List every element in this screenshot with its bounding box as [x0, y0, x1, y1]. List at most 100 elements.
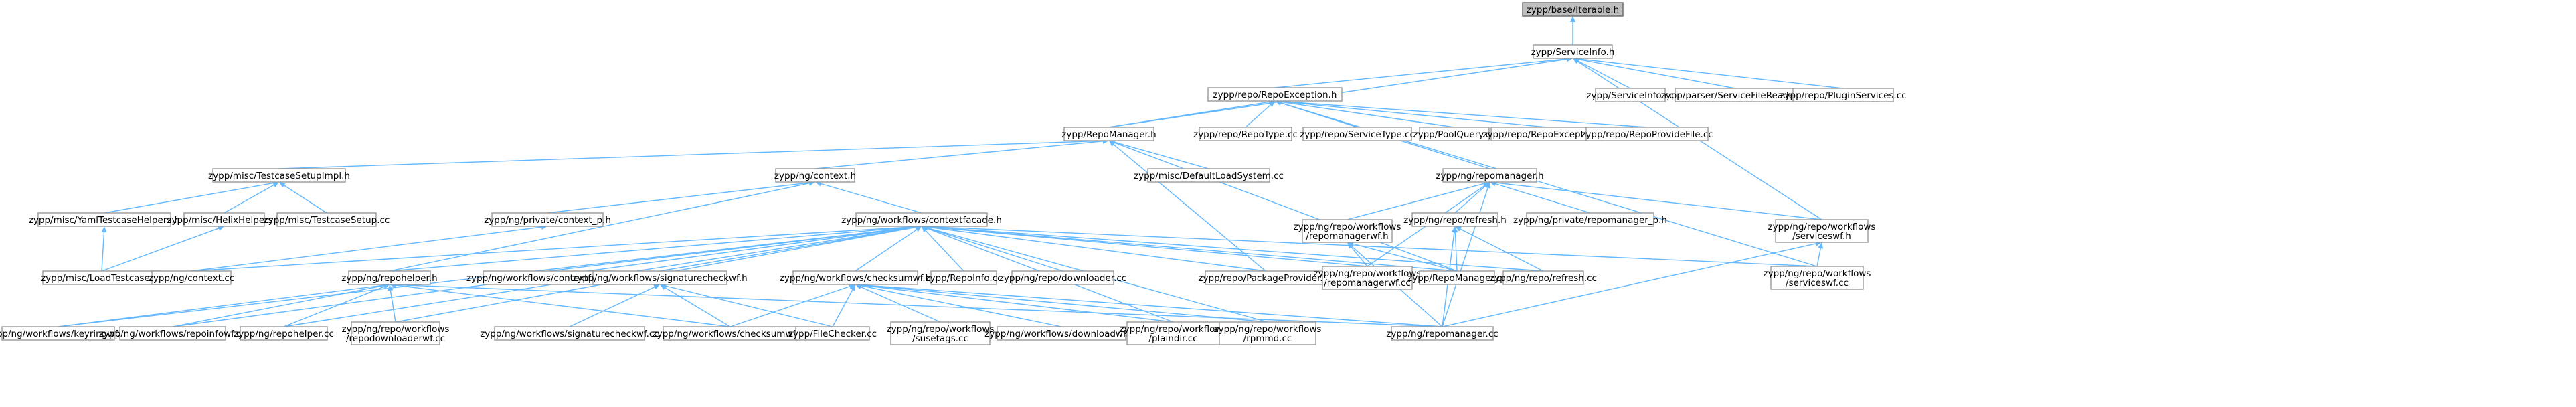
node-label: zypp/misc/TestcaseSetupImpl.h	[208, 171, 350, 181]
node-box	[1522, 2, 1624, 17]
node-label: zypp/ng/private/context_p.h	[484, 215, 611, 226]
node-zypp-repomanager-cc[interactable]: zypp/RepoManager.cc	[1407, 270, 1507, 285]
node-zypp-ng-repo-workflows-serviceswf-cc[interactable]: zypp/ng/repo/workflows/serviceswf.cc	[1764, 266, 1871, 290]
node-zypp-ng-workflows-checksumwf-cc[interactable]: zypp/ng/workflows/checksumwf.cc	[653, 326, 808, 341]
arrowhead-icon	[653, 284, 660, 290]
edge-line	[729, 286, 850, 327]
edge-line	[925, 230, 964, 272]
node-zypp-ng-repo-workflows-repomanagerwf-cc[interactable]: zypp/ng/repo/workflows/repomanagerwf.cc	[1314, 266, 1422, 290]
node-zypp-ng-workflows-signaturecheckwf-h[interactable]: zypp/ng/workflows/signaturecheckwf.h	[572, 270, 748, 285]
node-box	[1595, 88, 1666, 102]
node-zypp-ng-workflows-signaturecheckwf-cc[interactable]: zypp/ng/workflows/signaturecheckwf.cc	[480, 326, 659, 341]
dependency-edge	[1109, 141, 1266, 272]
edge-line	[861, 285, 1062, 327]
node-zypp-ng-repohelper-h[interactable]: zypp/ng/repohelper.h	[341, 270, 438, 285]
node-zypp-ng-repo-refresh-cc[interactable]: zypp/ng/repo/refresh.cc	[1490, 270, 1597, 285]
node-box	[1302, 219, 1393, 243]
dependency-edge	[101, 226, 107, 272]
node-box	[1302, 127, 1412, 141]
node-zypp-repo-packageprovider-cc[interactable]: zypp/repo/PackageProvider.cc	[1198, 270, 1333, 285]
node-zypp-ng-workflows-contextfacade-h[interactable]: zypp/ng/workflows/contextfacade.h	[841, 212, 1002, 227]
node-zypp-misc-loadtestcase-cc[interactable]: zypp/misc/LoadTestcase.cc	[41, 270, 163, 285]
edge-line	[860, 286, 941, 323]
node-zypp-ng-repo-workflows-serviceswf-h[interactable]: zypp/ng/repo/workflows/serviceswf.h	[1768, 219, 1876, 243]
node-zypp-ng-repo-refresh-h[interactable]: zypp/ng/repo/refresh.h	[1403, 212, 1507, 227]
node-zypp-ng-workflows-downloadwf-cc[interactable]: zypp/ng/workflows/downloadwf.cc	[984, 326, 1138, 341]
arrowhead-icon	[388, 284, 394, 291]
node-zypp-misc-defaultloadsystem-cc[interactable]: zypp/misc/DefaultLoadSystem.cc	[1134, 168, 1284, 183]
dependency-edge	[1442, 182, 1490, 327]
node-zypp-misc-yamltestcasehelpers-h[interactable]: zypp/misc/YamlTestcaseHelpers.h	[29, 212, 180, 227]
node-zypp-ng-workflows-repoinfowf-cc[interactable]: zypp/ng/workflows/repoinfowf.cc	[99, 326, 246, 341]
node-label: /repodownloaderwf.cc	[346, 333, 445, 344]
node-box	[792, 270, 918, 285]
node-zypp-serviceinfo-h[interactable]: zypp/ServiceInfo.h	[1531, 44, 1615, 59]
node-box	[491, 212, 604, 227]
node-label: zypp/ng/repo/workflows	[1120, 324, 1227, 335]
dependency-edge	[1570, 16, 1575, 45]
node-zypp-ng-repo-workflows-plaindir-cc[interactable]: zypp/ng/repo/workflows/plaindir.cc	[1120, 321, 1227, 345]
node-zypp-ng-repo-downloader-cc[interactable]: zypp/ng/repo/downloader.cc	[999, 270, 1126, 285]
node-zypp-ng-workflows-checksumwf-h[interactable]: zypp/ng/workflows/checksumwf.h	[780, 270, 931, 285]
node-zypp-ng-workflows-keyringwf-cc[interactable]: zypp/ng/workflows/keyringwf.cc	[0, 326, 130, 341]
node-zypp-misc-testcasesetup-cc[interactable]: zypp/misc/TestcaseSetup.cc	[264, 212, 390, 227]
node-label: /rpmmd.cc	[1243, 333, 1292, 344]
node-zypp-poolquery-cc[interactable]: zypp/PoolQuery.cc	[1413, 127, 1496, 141]
node-zypp-ng-repo-workflows-susetags-cc[interactable]: zypp/ng/repo/workflows/susetags.cc	[887, 321, 995, 345]
node-zypp-ng-private-context-p-h[interactable]: zypp/ng/private/context_p.h	[484, 212, 611, 227]
edge-line	[1454, 185, 1486, 214]
node-zypp-ng-repomanager-h[interactable]: zypp/ng/repomanager.h	[1436, 168, 1544, 183]
node-zypp-base-iterable-h[interactable]: zypp/base/Iterable.h	[1522, 2, 1624, 17]
node-zypp-misc-testcasesetupimpl-h[interactable]: zypp/misc/TestcaseSetupImpl.h	[208, 168, 350, 183]
node-zypp-ng-repo-workflows-repodownloaderwf-cc[interactable]: zypp/ng/repo/workflows/repodownloaderwf.…	[342, 321, 450, 345]
dependency-edge	[1816, 242, 1824, 267]
node-zypp-repomanager-h[interactable]: zypp/RepoManager.h	[1061, 127, 1156, 141]
node-zypp-ng-context-cc[interactable]: zypp/ng/context.cc	[149, 270, 234, 285]
edge-line	[1442, 243, 1816, 327]
edge-line	[101, 228, 219, 272]
node-label: zypp/misc/LoadTestcase.cc	[41, 273, 163, 284]
node-zypp-repo-repoexception-h[interactable]: zypp/repo/RepoException.h	[1207, 87, 1343, 102]
edge-line	[58, 284, 384, 327]
node-zypp-ng-private-repomanager-p-h[interactable]: zypp/ng/private/repomanager_p.h	[1513, 212, 1667, 227]
node-zypp-ng-workflows-contextfacade-cc[interactable]: zypp/ng/workflows/contextfacade.cc	[466, 270, 631, 285]
node-zypp-ng-repo-workflows-repomanagerwf-h[interactable]: zypp/ng/repo/workflows/repomanagerwf.h	[1294, 219, 1401, 243]
node-zypp-ng-repohelper-cc[interactable]: zypp/ng/repohelper.cc	[234, 326, 334, 341]
edge-line	[927, 228, 1063, 272]
edge-line	[821, 183, 922, 214]
node-box	[592, 270, 727, 285]
edge-line	[1347, 183, 1484, 220]
edge-line	[569, 287, 655, 327]
dependency-edge	[922, 226, 964, 272]
dependency-edge	[1245, 101, 1275, 128]
node-box	[1147, 168, 1270, 183]
node-label: zypp/repo/RepoException.h	[1213, 90, 1337, 100]
node-label: zypp/misc/DefaultLoadSystem.cc	[1134, 171, 1284, 181]
node-zypp-repo-servicetype-cc[interactable]: zypp/repo/ServiceType.cc	[1300, 127, 1415, 141]
node-box	[1063, 127, 1154, 141]
edge-line	[191, 226, 542, 272]
node-zypp-ng-context-h[interactable]: zypp/ng/context.h	[774, 168, 856, 183]
node-box	[997, 326, 1126, 341]
dependency-edge	[1274, 56, 1573, 88]
edge-line	[1280, 101, 1547, 128]
node-zypp-parser-servicefilereader-cc[interactable]: zypp/parser/ServiceFileReader.cc	[1661, 88, 1810, 102]
node-label: zypp/ng/workflows/repoinfowf.cc	[99, 329, 246, 339]
edge-line	[927, 226, 1818, 267]
node-zypp-repo-pluginservices-cc[interactable]: zypp/repo/PluginServices.cc	[1780, 88, 1907, 102]
node-label: zypp/ng/repohelper.cc	[234, 329, 334, 339]
node-zypp-serviceinfo-cc[interactable]: zypp/ServiceInfo.cc	[1586, 88, 1675, 102]
node-zypp-misc-helixhelpers-h[interactable]: zypp/misc/HelixHelpers.h	[167, 212, 282, 227]
node-label: zypp/repo/RepoType.cc	[1193, 129, 1298, 140]
edge-line	[861, 284, 1443, 327]
node-label: zypp/ng/workflows/signaturecheckwf.h	[572, 273, 747, 284]
node-zypp-repo-repoexception-cc[interactable]: zypp/repo/RepoException.cc	[1482, 127, 1611, 141]
edge-line	[1113, 144, 1266, 272]
node-zypp-filechecker-cc[interactable]: zypp/FileChecker.cc	[788, 326, 877, 341]
node-zypp-ng-repo-workflows-rpmmd-cc[interactable]: zypp/ng/repo/workflows/rpmmd.cc	[1214, 321, 1322, 345]
node-zypp-repo-repotype-cc[interactable]: zypp/repo/RepoType.cc	[1193, 127, 1298, 141]
arrowhead-icon	[1268, 101, 1275, 107]
node-zypp-repo-repoprovidefile-cc[interactable]: zypp/repo/RepoProvideFile.cc	[1581, 127, 1713, 141]
node-zypp-ng-repomanager-cc[interactable]: zypp/ng/repomanager.cc	[1386, 326, 1498, 341]
node-zypp-repoinfo-cc[interactable]: zypp/RepoInfo.cc	[925, 270, 1003, 285]
